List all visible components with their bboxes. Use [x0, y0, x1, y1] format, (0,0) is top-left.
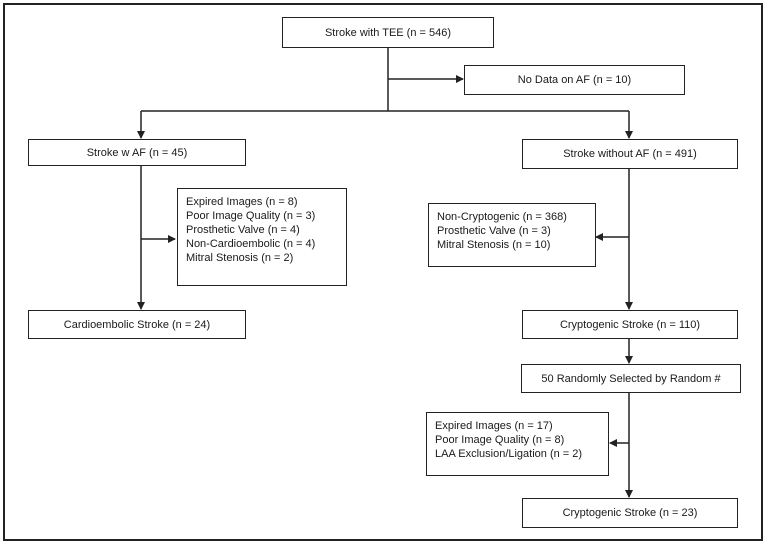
af-exclusion-item: Poor Image Quality (n = 3)	[186, 210, 316, 222]
no-data-label: No Data on AF (n = 10)	[517, 74, 632, 86]
cardioembolic-box: Cardioembolic Stroke (n = 24)	[28, 310, 246, 339]
cryptogenic-final-box: Cryptogenic Stroke (n = 23)	[522, 498, 738, 528]
af-exclusion-item: Prosthetic Valve (n = 4)	[186, 224, 300, 236]
with-af-label: Stroke w AF (n = 45)	[86, 146, 188, 159]
root-label: Stroke with TEE (n = 546)	[324, 26, 452, 39]
crypto-exclusions-box: Expired Images (n = 17) Poor Image Quali…	[426, 412, 609, 476]
without-af-label: Stroke without AF (n = 491)	[563, 148, 697, 160]
af-exclusion-item: Non-Cardioembolic (n = 4)	[186, 238, 316, 250]
with-af-box: Stroke w AF (n = 45)	[28, 139, 246, 166]
cryptogenic-label: Cryptogenic Stroke (n = 110)	[559, 318, 701, 331]
noaf-exclusion-item: Non-Cryptogenic (n = 368)	[437, 211, 567, 223]
af-exclusion-item: Expired Images (n = 8)	[186, 196, 298, 208]
crypto-exclusion-item: LAA Exclusion/Ligation (n = 2)	[435, 448, 583, 460]
no-data-box: No Data on AF (n = 10)	[464, 65, 685, 95]
random-selection-box: 50 Randomly Selected by Random #	[521, 364, 741, 393]
without-af-box: Stroke without AF (n = 491)	[522, 139, 738, 169]
noaf-exclusion-item: Mitral Stenosis (n = 10)	[437, 239, 551, 251]
random-selection-label: 50 Randomly Selected by Random #	[541, 372, 721, 385]
cardioembolic-label: Cardioembolic Stroke (n = 24)	[63, 318, 211, 331]
crypto-exclusion-item: Poor Image Quality (n = 8)	[435, 434, 565, 446]
noaf-exclusions-box: Non-Cryptogenic (n = 368) Prosthetic Val…	[428, 203, 596, 267]
cryptogenic-box: Cryptogenic Stroke (n = 110)	[522, 310, 738, 339]
noaf-exclusion-item: Prosthetic Valve (n = 3)	[437, 225, 551, 237]
root-box: Stroke with TEE (n = 546)	[282, 17, 494, 48]
cryptogenic-final-label: Cryptogenic Stroke (n = 23)	[562, 507, 698, 519]
af-exclusion-item: Mitral Stenosis (n = 2)	[186, 252, 294, 264]
crypto-exclusion-item: Expired Images (n = 17)	[435, 420, 553, 432]
diagram-frame	[3, 3, 763, 541]
af-exclusions-box: Expired Images (n = 8) Poor Image Qualit…	[177, 188, 347, 286]
